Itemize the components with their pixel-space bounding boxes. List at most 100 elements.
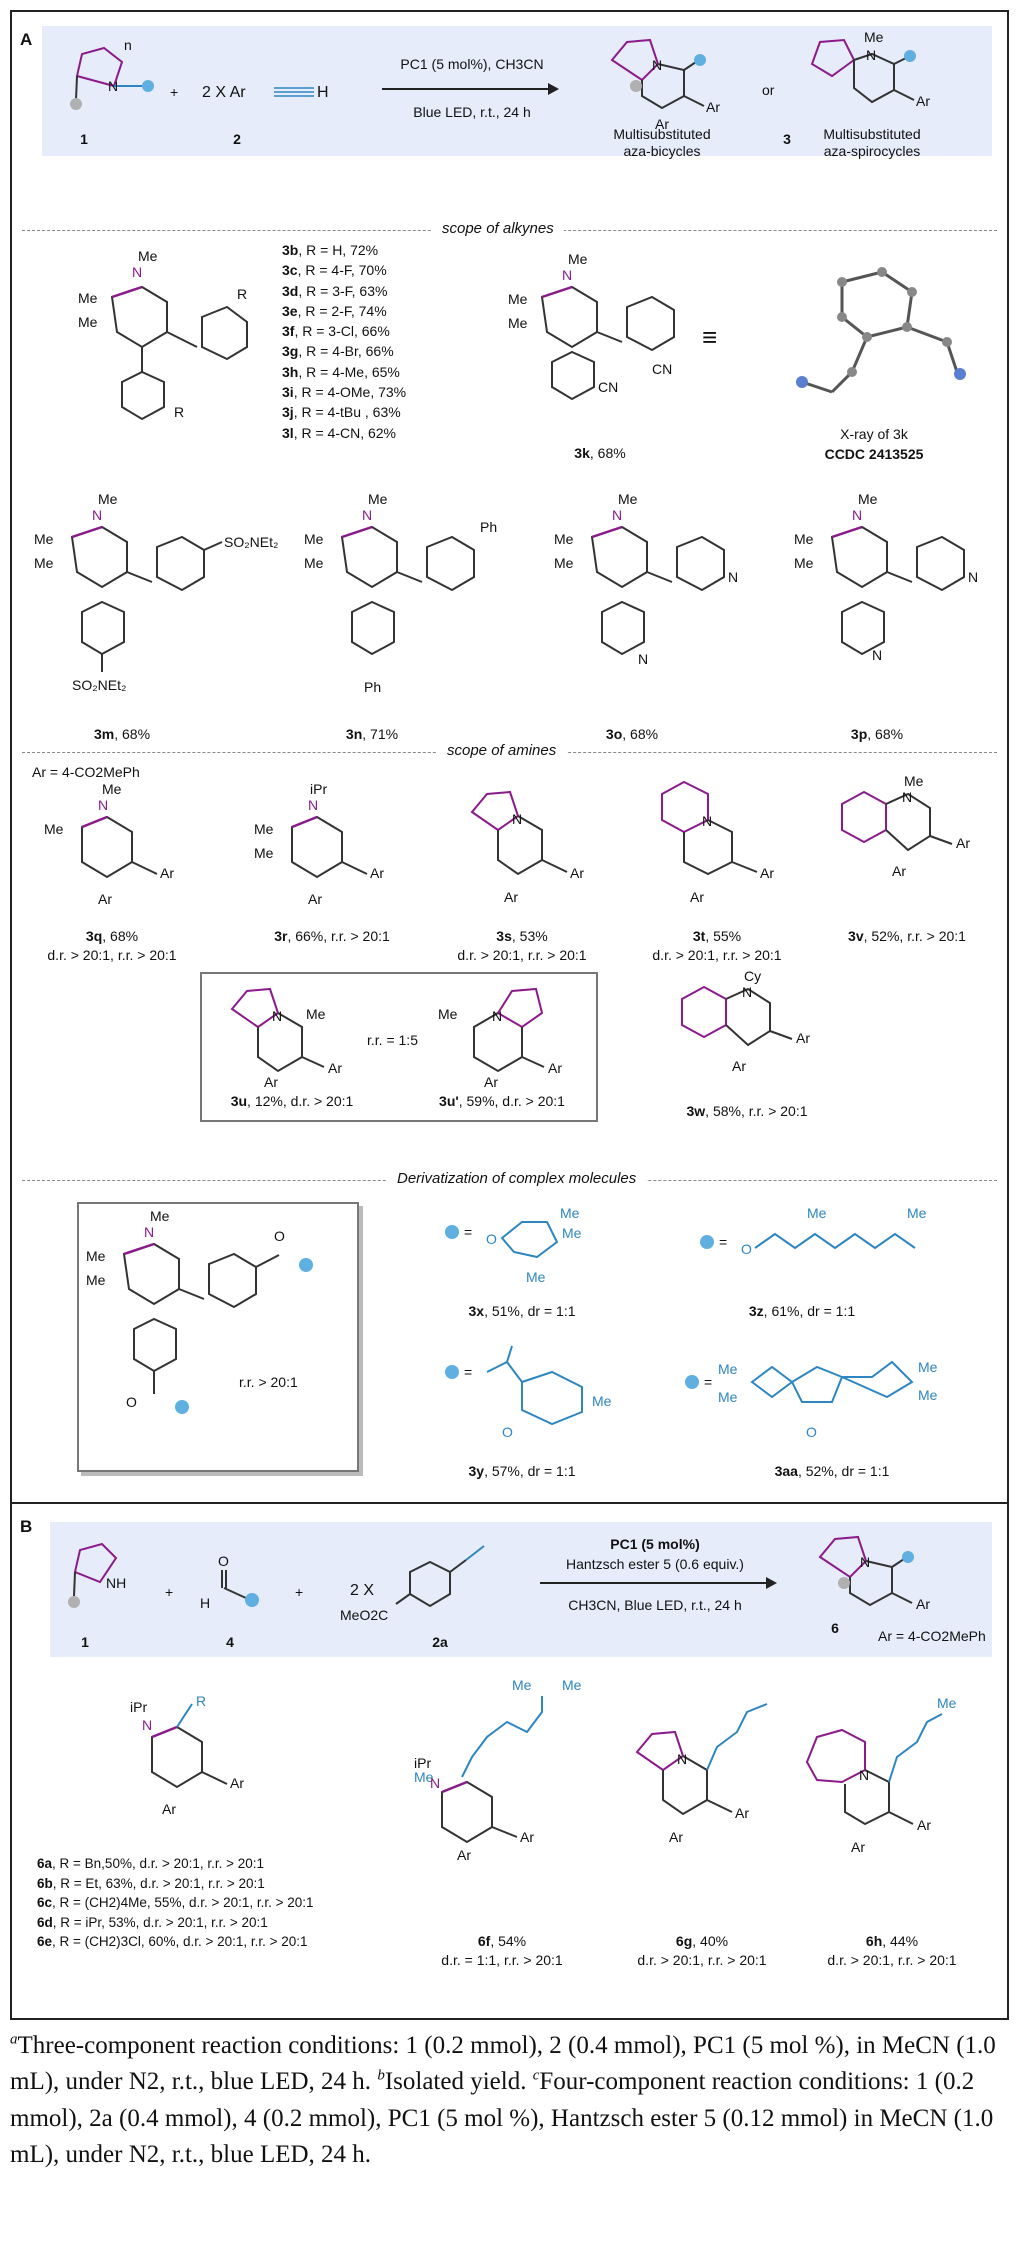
svg-text:Me: Me [864,29,884,45]
compound-3t-caption: 3t, 55%d.r. > 20:1, r.r. > 20:1 [652,928,782,963]
svg-text:Me: Me [508,291,528,307]
list-item: 3c, R = 4-F, 70% [282,262,387,279]
svg-text:N: N [492,1008,502,1024]
svg-text:Me: Me [102,781,122,797]
compound-3s-structure: N Ar Ar [452,782,632,932]
svg-text:Me: Me [858,491,878,507]
b-sm1-label: 1 [81,1634,89,1650]
compound-3o-caption: 3o, 68% [605,726,659,742]
pyridine-n-4: N [872,647,882,663]
cn-label-1: CN [598,379,618,395]
svg-text:Ar: Ar [328,1060,342,1076]
footnotes: aThree-component reaction conditions: 1 … [10,2028,1009,2173]
plus-sign-b1: + [165,1584,174,1600]
xray-structure-image [772,242,982,412]
compound-6g-caption: 6g, 40%d.r. > 20:1, r.r. > 20:1 [637,1933,767,1968]
compound-6f-caption: 6f, 54%d.r. = 1:1, r.r. > 20:1 [441,1933,563,1968]
svg-text:=: = [464,1224,472,1240]
svg-text:Me: Me [86,1272,106,1288]
list-item: 3h, R = 4-Me, 65% [282,363,400,380]
svg-text:Me: Me [34,555,54,571]
meo2c-label: MeO2C [340,1607,389,1623]
svg-text:N: N [108,78,118,94]
svg-text:Me: Me [78,314,98,330]
pyridine-n-3: N [968,569,978,585]
svg-text:=: = [704,1374,712,1390]
compound-3q-structure: N Me Me Ar Ar [42,781,222,932]
svg-text:Me: Me [554,555,574,571]
svg-text:Ar: Ar [892,863,906,879]
plus-sign: + [170,84,179,100]
svg-text:Ar: Ar [484,1074,498,1090]
rr-ratio: r.r. = 1:5 [367,1032,418,1048]
alkyne-scope-generic-structure: N Me Me Me R R [72,247,272,447]
reaction-arrow [382,83,559,95]
svg-text:Me: Me [718,1389,738,1405]
alkyne-2a-structure [380,1532,500,1632]
ar-definition: Ar = 4-CO2MePh [32,764,140,780]
svg-text:Ar: Ar [796,1030,810,1046]
svg-text:N: N [677,1751,687,1767]
svg-text:N: N [92,507,102,523]
reagent-2a: 2 X [350,1582,375,1599]
compound-3z-caption: 3z, 61%, dr = 1:1 [748,1303,856,1319]
svg-text:Ar: Ar [504,889,518,905]
compound-3t-structure: N Ar Ar [642,772,822,932]
compound-6g-structure: N Ar Ar [617,1702,807,1872]
so2net2-label-2: SO₂NEt₂ [72,677,126,693]
svg-text:Ar: Ar [735,1805,749,1821]
panel-b-label: B [20,1517,33,1536]
svg-text:O: O [486,1231,497,1247]
list-item: 3e, R = 2-F, 74% [282,302,387,319]
svg-text:N: N [859,1767,869,1783]
svg-text:N: N [308,797,318,813]
compound-3k-structure: N Me Me Me CN CN [502,251,692,432]
svg-text:Me: Me [254,821,274,837]
svg-text:R: R [174,404,184,420]
svg-text:Me: Me [98,491,118,507]
svg-text:Me: Me [562,1225,582,1241]
list-item: 3i, R = 4-OMe, 73% [282,384,407,401]
compound-6f-structure: Me Me Me N iPr Ar Ar [412,1672,612,1863]
svg-text:Me: Me [512,1677,532,1693]
compound-3x-substituent: = O Me Me Me [442,1192,602,1292]
svg-text:N: N [272,1008,282,1024]
list-item: 3g, R = 4-Br, 66% [282,343,394,360]
svg-text:Ar: Ar [917,1817,931,1833]
compound-3v-structure: N Me Ar Ar [832,772,1012,932]
footnote-c-text: Four-component reaction conditions: 1 (0… [10,2068,994,2168]
o-label: O [218,1553,229,1569]
compound-3z-substituent: = O Me Me [697,1192,947,1292]
compound-3o-structure: N Me Me Me N N [552,491,752,692]
svg-text:Me: Me [918,1359,938,1375]
compound-3p-structure: N Me Me Me N N [792,491,992,692]
derivatization-rr: r.r. > 20:1 [239,1374,298,1390]
compound-3p-caption: 3p, 68% [850,726,904,742]
b-ar-definition: Ar = 4-CO2MePh [878,1628,986,1644]
pyridine-n-1: N [728,569,738,585]
ipr-label-b: iPr [130,1699,147,1715]
svg-text:Ar: Ar [956,835,970,851]
svg-text:N: N [652,57,662,73]
compound-3q-caption: 3q, 68%d.r. > 20:1, r.r. > 20:1 [47,928,177,963]
svg-text:iPr: iPr [414,1755,431,1771]
sm1-label: 1 [80,131,88,147]
svg-text:N: N [430,1775,440,1791]
svg-text:O: O [741,1241,752,1257]
compound-3u-caption: 3u, 12%, d.r. > 20:1 [230,1093,354,1109]
svg-text:Me: Me [918,1387,938,1403]
svg-text:O: O [274,1228,285,1244]
footnote-c-mark: c [532,2067,540,2084]
svg-text:O: O [502,1424,513,1440]
svg-text:Me: Me [34,531,54,547]
svg-text:n: n [124,37,132,53]
svg-text:Me: Me [438,1006,458,1022]
list-item: 3d, R = 3-F, 63% [282,282,388,299]
svg-text:Me: Me [150,1208,170,1224]
compound-3r-structure: N iPr Me Me Ar Ar [252,781,432,932]
sm2-label: 2 [233,131,241,147]
list-item: 3b, R = H, 72% [282,242,379,258]
svg-text:Ar: Ar [548,1060,562,1076]
svg-text:Me: Me [794,531,814,547]
b-reaction-arrow [540,1577,777,1589]
